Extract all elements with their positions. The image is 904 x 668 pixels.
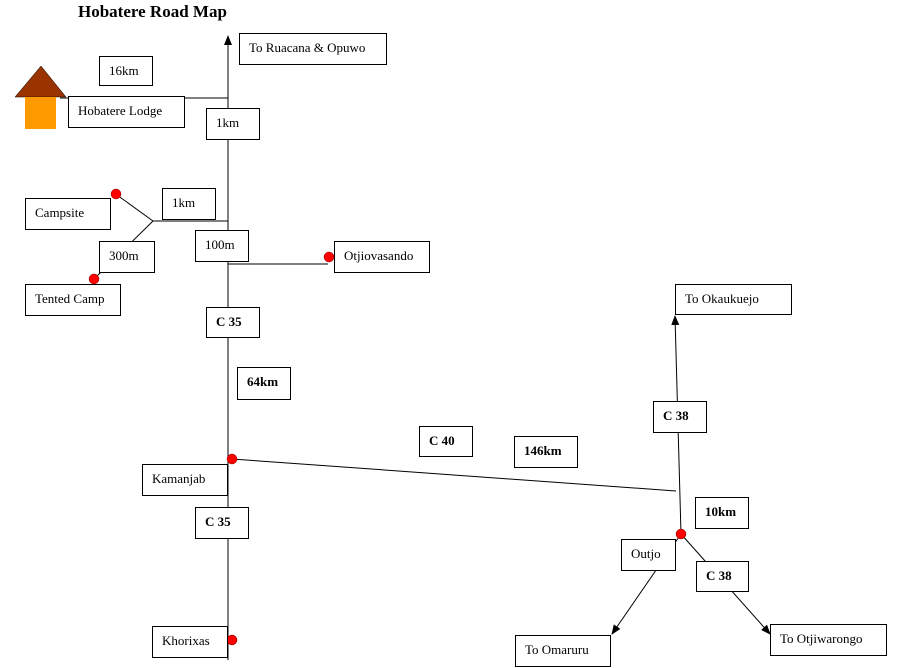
label-to-otjiwarongo: To Otjiwarongo — [770, 624, 887, 656]
lodge-house-icon — [25, 97, 56, 129]
map-title: Hobatere Road Map — [78, 2, 227, 21]
label-distance-10km: 10km — [695, 497, 749, 529]
label-khorixas: Khorixas — [152, 626, 228, 658]
label-distance-1km-campsite: 1km — [162, 188, 216, 220]
label-distance-16km: 16km — [99, 56, 153, 86]
label-distance-300m: 300m — [99, 241, 155, 273]
label-distance-1km-lodge: 1km — [206, 108, 260, 140]
point-tented-camp — [88, 273, 100, 285]
label-road-c38-north: C 38 — [653, 401, 707, 433]
label-outjo: Outjo — [621, 539, 676, 571]
road-to-campsite — [116, 194, 154, 222]
label-kamanjab: Kamanjab — [142, 464, 228, 496]
label-distance-146km: 146km — [514, 436, 578, 468]
point-otjiovasando — [323, 251, 335, 263]
label-road-c35-south: C 35 — [195, 507, 249, 539]
label-to-okaukuejo: To Okaukuejo — [675, 284, 792, 315]
label-hobatere-lodge: Hobatere Lodge — [68, 96, 185, 128]
label-campsite: Campsite — [25, 198, 111, 230]
point-khorixas — [226, 634, 238, 646]
label-road-c40: C 40 — [419, 426, 473, 457]
label-distance-64km: 64km — [237, 367, 291, 400]
label-distance-100m: 100m — [195, 230, 249, 262]
label-road-c35-north: C 35 — [206, 307, 260, 338]
lodge-roof-icon — [14, 65, 67, 98]
point-kamanjab — [226, 453, 238, 465]
point-campsite — [110, 188, 122, 200]
label-to-ruacana-opuwo: To Ruacana & Opuwo — [239, 33, 387, 65]
point-outjo — [675, 528, 687, 540]
road-c40 — [231, 458, 677, 492]
label-to-omaruru: To Omaruru — [515, 635, 611, 667]
label-otjiovasando: Otjiovasando — [334, 241, 430, 273]
label-road-c38-south: C 38 — [696, 561, 749, 592]
label-tented-camp: Tented Camp — [25, 284, 121, 316]
